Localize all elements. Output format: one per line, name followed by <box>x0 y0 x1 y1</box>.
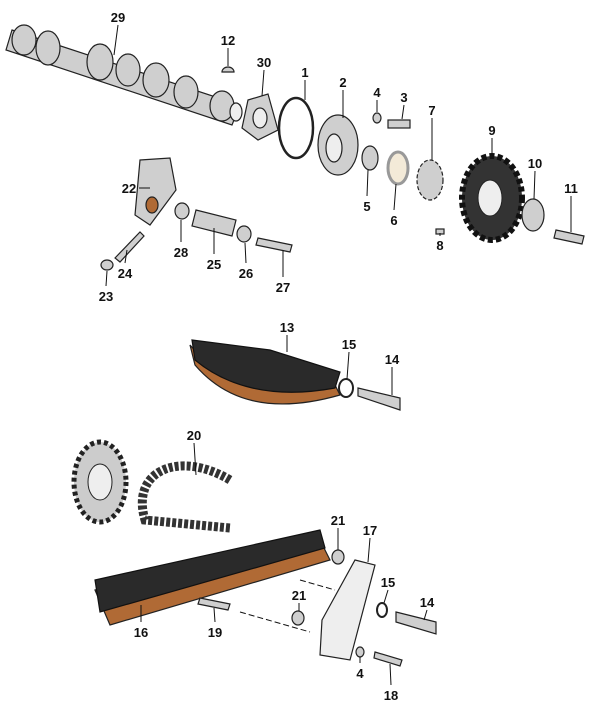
callout-13: 13 <box>280 320 294 335</box>
callout-21: 21 <box>331 513 345 528</box>
callout-30: 30 <box>257 55 271 70</box>
callout-24: 24 <box>118 266 133 281</box>
leader-lines <box>105 24 572 686</box>
callout-26: 26 <box>239 266 253 281</box>
callout-17: 17 <box>363 523 377 538</box>
camshaft-sprocket <box>459 153 525 243</box>
callout-23: 23 <box>99 289 113 304</box>
callout-8: 8 <box>436 238 443 253</box>
callout-4: 4 <box>373 85 381 100</box>
callout-25: 25 <box>207 257 221 272</box>
callout-14: 14 <box>420 595 435 610</box>
housing <box>317 114 359 176</box>
bolt-14 <box>357 387 401 411</box>
callout-15: 15 <box>342 337 356 352</box>
shim <box>386 150 410 186</box>
callout-27: 27 <box>276 280 290 295</box>
callout-5: 5 <box>363 199 370 214</box>
callout-14: 14 <box>385 352 400 367</box>
small-sprocket <box>416 159 444 201</box>
callout-11: 11 <box>564 181 578 196</box>
rocker-arm <box>134 157 177 226</box>
callout-6: 6 <box>390 213 397 228</box>
callout-9: 9 <box>488 123 495 138</box>
callout-7: 7 <box>428 103 435 118</box>
callout-18: 18 <box>384 688 398 703</box>
callout-28: 28 <box>174 245 188 260</box>
callout-4: 4 <box>356 666 364 681</box>
washer <box>372 112 382 124</box>
callout-22: 22 <box>122 181 136 196</box>
rocker-shaft <box>191 209 237 237</box>
camshaft <box>5 24 243 126</box>
key <box>221 66 235 73</box>
tensioner-bracket <box>319 559 376 661</box>
callout-16: 16 <box>134 625 148 640</box>
callout-1: 1 <box>301 65 308 80</box>
o-ring <box>277 96 315 160</box>
timing-chain <box>137 461 233 533</box>
callout-15: 15 <box>381 575 395 590</box>
callout-10: 10 <box>528 156 542 171</box>
washer-10 <box>521 198 545 232</box>
callout-2: 2 <box>339 75 346 90</box>
callout-3: 3 <box>400 90 407 105</box>
callout-20: 20 <box>187 428 201 443</box>
bolt-11 <box>553 229 585 245</box>
callout-21: 21 <box>292 588 306 603</box>
callout-19: 19 <box>208 625 222 640</box>
callout-29: 29 <box>111 10 125 25</box>
seal <box>361 145 379 171</box>
bolt <box>387 119 411 129</box>
callout-12: 12 <box>221 33 235 48</box>
